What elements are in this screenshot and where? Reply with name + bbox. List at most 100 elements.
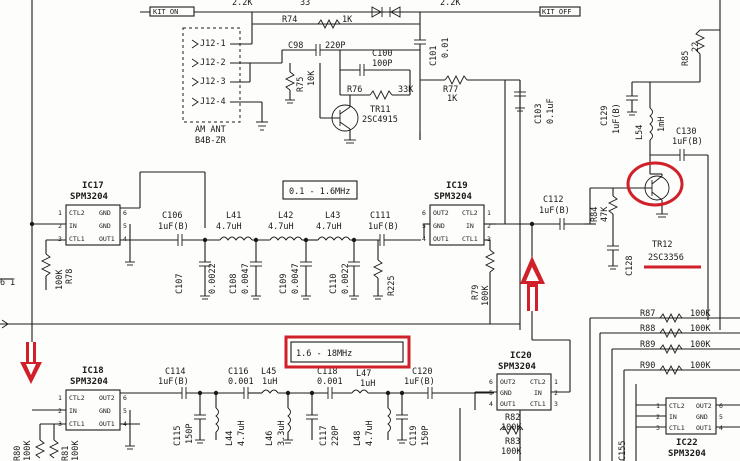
svg-text:IN: IN [466,222,474,230]
c103-ref: C103 [534,104,544,124]
svg-text:6: 6 [489,378,493,386]
tr12-ref: TR12 [652,240,672,250]
l48-value: 4.7uH [365,420,375,446]
r85-value: 22 [691,42,701,52]
l42-ref: L42 [278,211,293,221]
c112-value: 1uF(B) [539,206,570,216]
ic20-switch: IC20 SPM3204 OUT2 GND OUT1 CTL2 IN CTL1 … [459,339,571,461]
ic20-part: SPM3204 [498,362,537,372]
ic18-part: SPM3204 [70,377,109,387]
svg-text:CTL1: CTL1 [69,420,85,428]
r88-value: 100K [690,324,711,334]
svg-text:IN: IN [69,222,77,230]
r-top-b-value: 33 [300,0,310,8]
ic18-switch: IC18 SPM3204 CTL2 IN CTL1 OUT2 GND OUT1 … [13,366,140,461]
ic17-ref: IC17 [82,181,104,191]
c112-ref: C112 [543,195,563,205]
svg-text:4: 4 [489,400,493,408]
ic19-ref: IC19 [446,181,468,191]
svg-text:OUT2: OUT2 [433,209,449,217]
r76-ref: R76 [347,85,362,95]
r87-value: 100K [690,309,711,319]
svg-text:5: 5 [123,407,127,415]
tr12-stage: R85 22 C129 1uF(B) L54 1mH C130 1uF(B) T… [532,0,721,330]
c116-ref: C116 [228,367,248,377]
svg-text:1: 1 [58,394,62,402]
c107-ref: C107 [175,274,185,294]
tr12-highlight-circle [626,161,684,207]
c111-value: 1uF(B) [368,222,399,232]
r82-ref: R82 [505,413,520,423]
svg-text:OUT2: OUT2 [500,378,516,386]
svg-text:3: 3 [656,424,660,432]
l41-value: 4.7uH [216,222,242,232]
svg-text:6: 6 [123,394,127,402]
svg-text:3: 3 [487,235,491,243]
r87-ref: R87 [640,309,655,319]
jack-pin-2: J12-2 [200,58,226,68]
r85-ref: R85 [681,51,691,66]
jack-pin-1: J12-1 [200,39,226,49]
r76-value: 33K [398,85,414,95]
control-resistor-bank: R87 100K R88 100K R89 100K R90 100K IC22… [589,309,740,461]
c117-value: 220P [331,426,341,446]
band-low-label-box [282,180,358,200]
c109-value: 0.0047 [291,263,301,294]
r75-value: 10K [307,70,317,86]
c155-ref: C155 [618,441,628,461]
c119-value: 150P [421,426,431,446]
svg-text:1: 1 [656,402,660,410]
l43-value: 4.7uH [316,222,342,232]
c111-ref: C111 [370,211,390,221]
l47-ref: L47 [356,369,371,379]
svg-text:GND: GND [500,389,512,397]
c118-ref: C118 [317,367,337,377]
l43-ref: L43 [325,211,340,221]
r79-ref: R79 [471,285,481,300]
svg-text:4: 4 [719,424,723,432]
svg-text:CTL1: CTL1 [69,235,85,243]
c107-value: 0.0022 [208,263,218,294]
r74-ref: R74 [282,15,297,25]
svg-text:2: 2 [58,407,62,415]
r74-value: 1K [342,15,353,25]
tr11-stage: C98 220P R75 10K C100 100P C101 0.01 R76… [281,24,556,144]
tr11-part: 2SC4915 [362,115,398,125]
r78-ref: R78 [65,269,75,284]
svg-text:CTL1: CTL1 [530,400,546,408]
r89-ref: R89 [640,340,655,350]
c118-value: 0.001 [317,377,343,387]
svg-text:CTL1: CTL1 [669,424,685,432]
svg-text:3: 3 [554,400,558,408]
l46-value: 3.3uH [277,420,287,446]
svg-text:OUT2: OUT2 [99,394,115,402]
r77-ref: R77 [443,85,458,95]
l54-value: 1mH [657,117,667,132]
c106-value: 1uF(B) [158,222,189,232]
l44-value: 4.7uH [237,420,247,446]
c116-value: 0.001 [228,377,254,387]
r80-ref: R80 [13,446,23,461]
l41-ref: L41 [226,211,241,221]
r84-ref: R84 [590,207,600,222]
r-top-c-value: 2.2K [440,0,461,8]
svg-text:IN: IN [69,407,77,415]
svg-text:OUT2: OUT2 [696,402,712,410]
r78-value: 100K [55,269,65,290]
r81-value: 100K [71,440,81,461]
c115-ref: C115 [173,426,183,446]
r84-value: 47K [600,206,610,222]
svg-text:1: 1 [58,209,62,217]
svg-text:1: 1 [487,209,491,217]
c114-ref: C114 [165,367,185,377]
signal-down-arrow [20,342,42,384]
kit-off-label: KIT_OFF [542,8,572,16]
c120-ref: C120 [412,367,432,377]
low-band-filter: 0.1 - 1.6MHz C106 1uF(B) L41 4.7uH L42 4… [155,180,421,300]
svg-text:5: 5 [123,222,127,230]
c110-value: 0.0022 [341,263,351,294]
r83-value: 100K [501,447,522,457]
ic20-ref: IC20 [510,351,532,361]
